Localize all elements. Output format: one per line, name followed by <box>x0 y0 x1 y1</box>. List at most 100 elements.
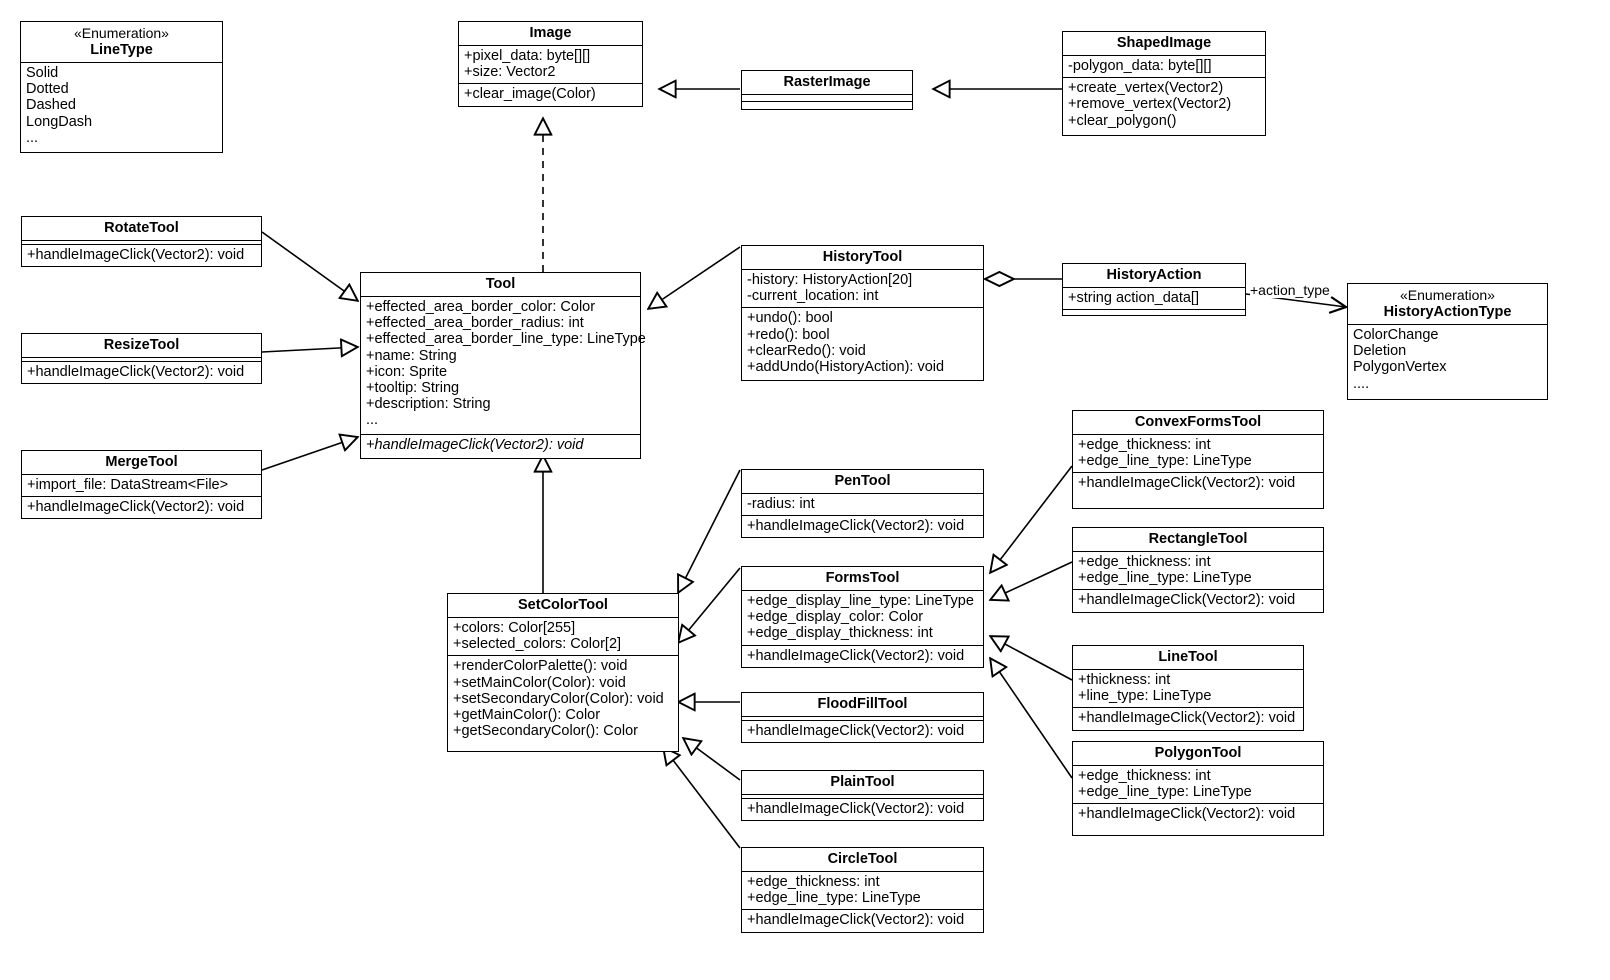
method-item: +handleImageClick(Vector2): void <box>366 436 584 453</box>
edge-label-action-type: +action_type <box>1250 282 1330 298</box>
method-item: +handleImageClick(Vector2): void <box>1078 475 1296 492</box>
class-box-historyactiontype[interactable]: «Enumeration» HistoryActionType ColorCha… <box>1347 283 1548 400</box>
class-box-linetype[interactable]: «Enumeration» LineType Solid Dotted Dash… <box>20 21 223 154</box>
class-box-mergetool[interactable]: MergeTool +import_file: DataStream<File>… <box>21 450 262 520</box>
methods-historyaction <box>1063 310 1245 315</box>
class-box-convexformstool[interactable]: ConvexFormsTool +edge_thickness: int +ed… <box>1072 410 1324 509</box>
class-title-historyaction: HistoryAction <box>1063 264 1245 288</box>
method-item: +setSecondaryColor(Color): void <box>453 690 664 707</box>
class-box-plaintool[interactable]: PlainTool +handleImageClick(Vector2): vo… <box>741 770 984 822</box>
class-name-label: LineType <box>90 42 153 58</box>
methods-rectangletool: +handleImageClick(Vector2): void <box>1073 590 1323 611</box>
attributes-historyaction: +string action_data[] <box>1063 288 1245 311</box>
attribute-item: +edge_display_thickness: int <box>747 625 933 642</box>
class-box-polygontool[interactable]: PolygonTool +edge_thickness: int +edge_l… <box>1072 741 1324 836</box>
class-name-label: PolygonTool <box>1154 745 1242 761</box>
attribute-item: +description: String <box>366 396 491 413</box>
attributes-shapedimage: -polygon_data: byte[][] <box>1063 56 1265 79</box>
method-item: +handleImageClick(Vector2): void <box>1078 592 1296 609</box>
method-item: +clear_polygon() <box>1068 112 1177 129</box>
method-item: +create_vertex(Vector2) <box>1068 80 1224 97</box>
method-item: +addUndo(HistoryAction): void <box>747 359 945 376</box>
attribute-item: -radius: int <box>747 496 815 512</box>
class-box-shapedimage[interactable]: ShapedImage -polygon_data: byte[][] +cre… <box>1062 31 1266 136</box>
attribute-item: +edge_display_color: Color <box>747 609 924 626</box>
class-box-resizetool[interactable]: ResizeTool +handleImageClick(Vector2): v… <box>21 333 262 385</box>
class-box-rasterimage[interactable]: RasterImage <box>741 70 913 110</box>
method-item: +undo(): bool <box>747 310 833 327</box>
attributes-linetool: +thickness: int +line_type: LineType <box>1073 670 1303 709</box>
method-item: +handleImageClick(Vector2): void <box>747 912 965 929</box>
attributes-formstool: +edge_display_line_type: LineType +edge_… <box>742 591 983 646</box>
methods-historytool: +undo(): bool +redo(): bool +clearRedo()… <box>742 308 983 380</box>
class-name-label: ShapedImage <box>1116 35 1212 51</box>
class-title-floodfilltool: FloodFillTool <box>742 693 983 717</box>
edge-plaintool-setcolortool <box>683 738 741 781</box>
class-name-label: FormsTool <box>825 570 900 586</box>
class-title-resizetool: ResizeTool <box>22 334 261 358</box>
attributes-image: +pixel_data: byte[][] +size: Vector2 <box>459 46 642 85</box>
attribute-item: +edge_line_type: LineType <box>1078 453 1252 470</box>
class-title-rotatetool: RotateTool <box>22 217 261 241</box>
class-title-formstool: FormsTool <box>742 567 983 591</box>
edge-polygontool-formstool <box>990 658 1073 779</box>
attribute-item: +name: String <box>366 347 457 364</box>
methods-circletool: +handleImageClick(Vector2): void <box>742 910 983 931</box>
method-item: +handleImageClick(Vector2): void <box>747 647 965 664</box>
attribute-item: LongDash <box>26 113 93 130</box>
method-item: +clearRedo(): void <box>747 342 866 359</box>
attribute-item: -polygon_data: byte[][] <box>1068 58 1212 74</box>
class-title-image: Image <box>459 22 642 46</box>
class-box-image[interactable]: Image +pixel_data: byte[][] +size: Vecto… <box>458 21 643 107</box>
edge-rectangletool-formstool <box>990 561 1073 600</box>
attribute-item: +effected_area_border_radius: int <box>366 315 584 332</box>
class-box-tool[interactable]: Tool +effected_area_border_color: Color … <box>360 272 646 459</box>
class-name-label: FloodFillTool <box>817 696 908 712</box>
edge-resizetool-tool <box>261 347 358 352</box>
attribute-item: +edge_thickness: int <box>747 874 880 890</box>
attribute-item: +string action_data[] <box>1068 290 1199 306</box>
methods-rotatetool: +handleImageClick(Vector2): void <box>22 245 261 266</box>
class-name-label: PlainTool <box>830 774 895 790</box>
class-box-linetool[interactable]: LineTool +thickness: int +line_type: Lin… <box>1072 645 1304 731</box>
class-name-label: PenTool <box>834 473 891 489</box>
edge-rotatetool-tool <box>261 231 358 301</box>
attribute-item: -current_location: int <box>747 288 879 305</box>
class-title-tool: Tool <box>361 273 640 297</box>
attributes-rotatetool <box>22 241 261 245</box>
class-name-label: LineTool <box>1158 649 1218 665</box>
method-item: +handleImageClick(Vector2): void <box>27 364 245 380</box>
class-box-circletool[interactable]: CircleTool +edge_thickness: int +edge_li… <box>741 847 984 933</box>
methods-tool: +handleImageClick(Vector2): void <box>361 435 640 458</box>
attribute-item: +pixel_data: byte[][] <box>464 48 591 64</box>
attribute-item: +edge_display_line_type: LineType <box>747 593 974 609</box>
class-box-formstool[interactable]: FormsTool +edge_display_line_type: LineT… <box>741 566 984 668</box>
class-name-label: Tool <box>485 276 516 292</box>
method-item: +clear_image(Color) <box>464 86 596 103</box>
attribute-item: Dashed <box>26 97 76 114</box>
attribute-item: -history: HistoryAction[20] <box>747 272 913 288</box>
class-box-setcolortool[interactable]: SetColorTool +colors: Color[255] +select… <box>447 593 679 753</box>
class-box-historytool[interactable]: HistoryTool -history: HistoryAction[20] … <box>741 245 984 382</box>
methods-shapedimage: +create_vertex(Vector2) +remove_vertex(V… <box>1063 78 1265 135</box>
class-title-historyactiontype: «Enumeration» HistoryActionType <box>1348 284 1547 325</box>
method-item: +handleImageClick(Vector2): void <box>747 723 965 739</box>
class-box-floodfilltool[interactable]: FloodFillTool +handleImageClick(Vector2)… <box>741 692 984 744</box>
class-box-rectangletool[interactable]: RectangleTool +edge_thickness: int +edge… <box>1072 527 1324 613</box>
class-name-label: SetColorTool <box>518 597 608 613</box>
attribute-item: ColorChange <box>1353 327 1439 343</box>
class-box-historyaction[interactable]: HistoryAction +string action_data[] <box>1062 263 1246 317</box>
attribute-item: +tooltip: String <box>366 380 460 397</box>
class-box-pentool[interactable]: PenTool -radius: int +handleImageClick(V… <box>741 469 984 539</box>
attributes-resizetool <box>22 358 261 362</box>
attributes-floodfilltool <box>742 717 983 721</box>
attributes-rasterimage <box>742 95 912 102</box>
methods-image: +clear_image(Color) <box>459 84 642 105</box>
attributes-circletool: +edge_thickness: int +edge_line_type: Li… <box>742 872 983 911</box>
stereotype-label: «Enumeration» <box>74 25 169 41</box>
class-box-rotatetool[interactable]: RotateTool +handleImageClick(Vector2): v… <box>21 216 262 268</box>
attribute-item: +size: Vector2 <box>464 64 556 81</box>
attribute-item: +thickness: int <box>1078 672 1171 688</box>
class-name-label: RotateTool <box>104 220 179 236</box>
methods-mergetool: +handleImageClick(Vector2): void <box>22 497 261 518</box>
